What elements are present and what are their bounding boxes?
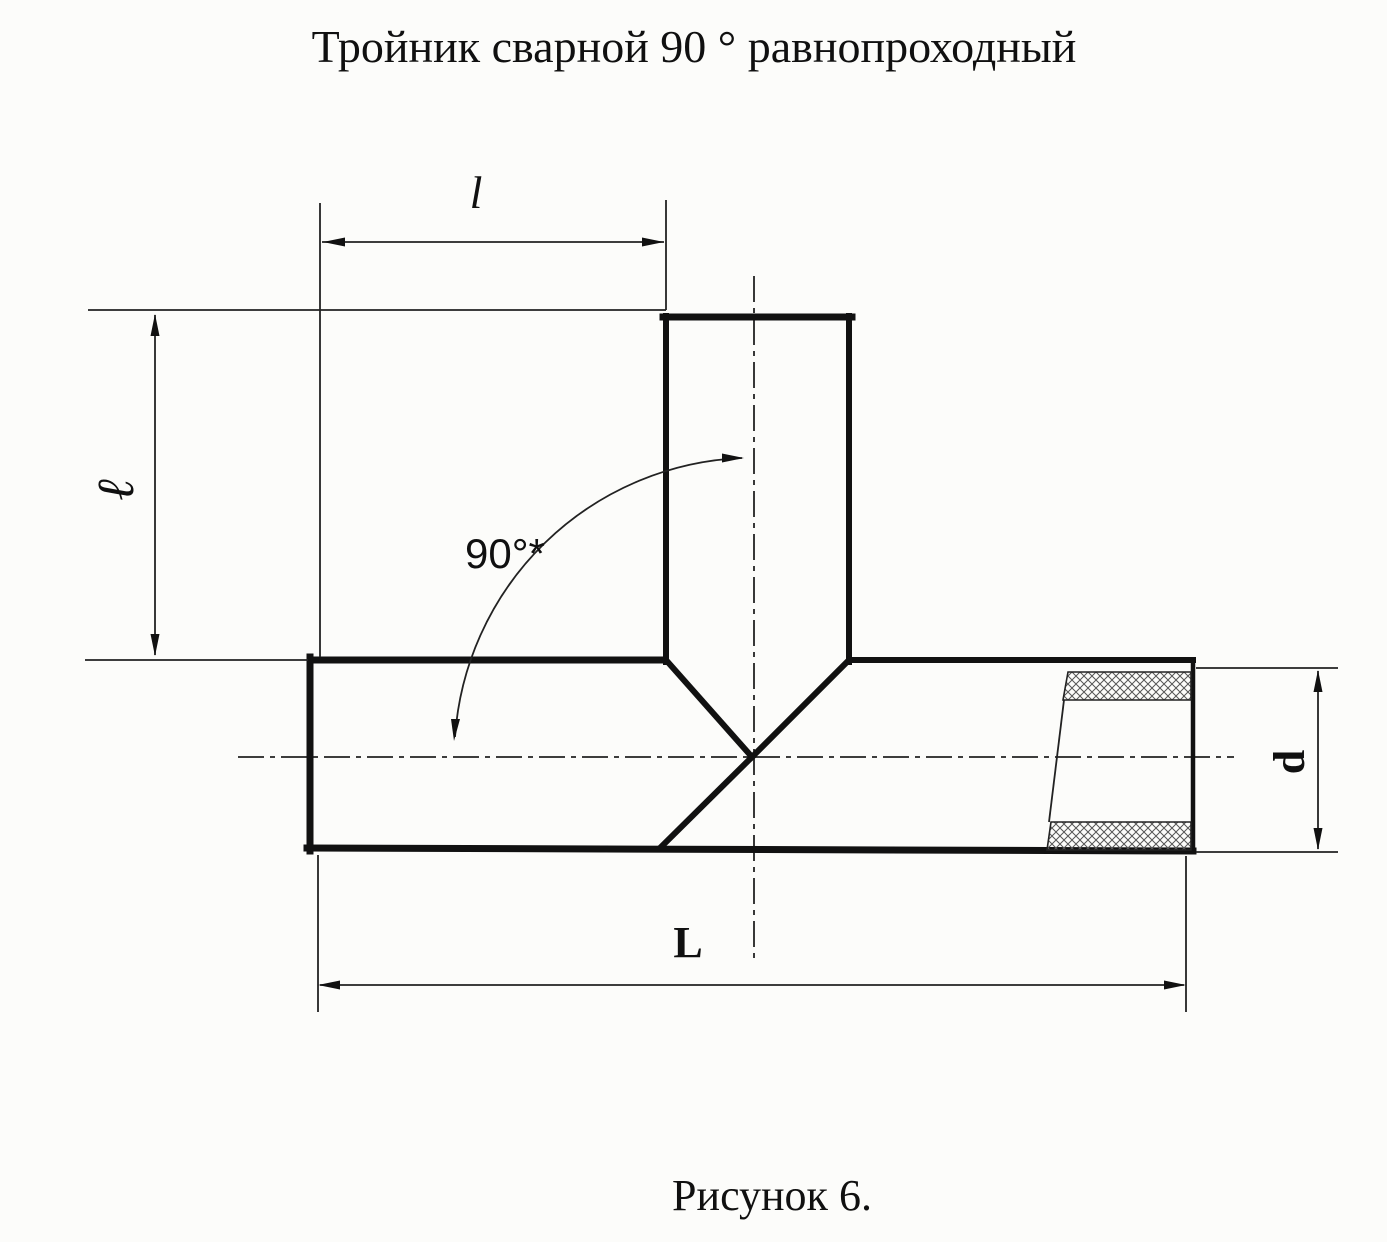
drawing-title: Тройник сварной 90 ° равнопроходный bbox=[312, 21, 1077, 72]
arrowhead bbox=[323, 237, 345, 247]
figure-caption: Рисунок 6. bbox=[672, 1171, 872, 1220]
wall-section-top-hatch bbox=[1062, 671, 1192, 701]
dimension-L: L bbox=[317, 855, 1187, 1012]
arrowhead bbox=[150, 634, 160, 656]
weld-seam-left bbox=[661, 655, 757, 762]
arrowhead bbox=[318, 980, 340, 990]
angle-label: 90°* bbox=[465, 530, 545, 577]
arrowhead bbox=[1313, 828, 1323, 850]
dimension-d: d bbox=[1196, 667, 1338, 853]
dimension-d-label: d bbox=[1265, 750, 1314, 774]
arrowhead bbox=[150, 314, 160, 336]
angle-arc bbox=[454, 457, 743, 738]
dimension-l-top: l bbox=[319, 167, 667, 657]
weld-seam-lower bbox=[657, 752, 757, 851]
run-bottom-edge bbox=[303, 844, 1197, 855]
angle-dimension: 90°* bbox=[451, 453, 744, 741]
arrowhead bbox=[642, 237, 664, 247]
tee-outline bbox=[303, 313, 1197, 855]
dimension-L-label: L bbox=[673, 918, 702, 967]
wall-section-bore-line bbox=[1048, 699, 1065, 823]
wall-section bbox=[1046, 671, 1192, 851]
arrowhead bbox=[451, 719, 460, 741]
wall-section-bottom-hatch bbox=[1046, 821, 1192, 851]
arrowhead bbox=[1313, 670, 1323, 692]
dimension-l-label: l bbox=[470, 167, 483, 218]
dimension-l-left: ℓ bbox=[85, 309, 666, 661]
centerlines bbox=[238, 276, 1234, 962]
arrowhead bbox=[722, 453, 744, 463]
arrowhead bbox=[1164, 980, 1186, 990]
weld-seam-right bbox=[747, 655, 854, 762]
dimension-script-l-label: ℓ bbox=[88, 479, 145, 501]
